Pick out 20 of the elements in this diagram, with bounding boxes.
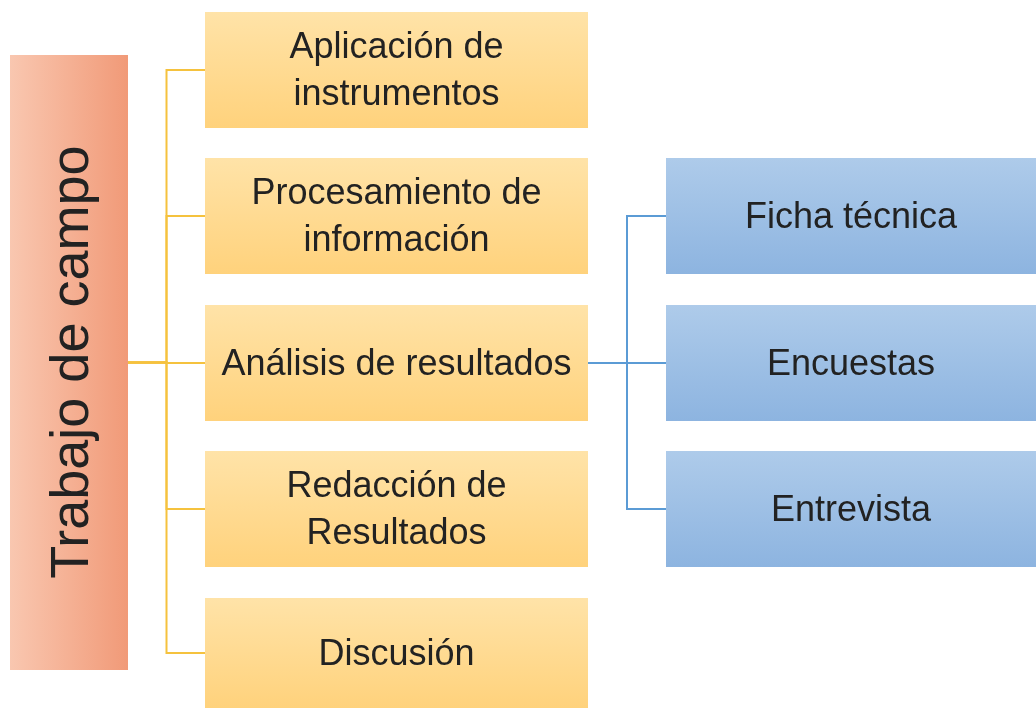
vertical-title-box: [10, 55, 128, 670]
box-label: Entrevista: [770, 486, 932, 531]
technique-box: [666, 451, 1036, 567]
box-label: Aplicación de instrumentos: [288, 24, 505, 115]
step-box: [205, 305, 588, 421]
connector-line: [127, 361, 206, 654]
box-label: Redacción de Resultados: [285, 463, 508, 554]
connector-line: [587, 362, 667, 510]
box-label: Encuestas: [766, 340, 936, 385]
box-label: Ficha técnica: [744, 193, 958, 238]
box-label: Discusión: [318, 630, 475, 675]
step-box: [205, 12, 588, 128]
technique-box: [666, 305, 1036, 421]
box-label: Procesamiento de información: [250, 170, 543, 261]
step-box: [205, 598, 588, 708]
box-label: Análisis de resultados: [221, 340, 572, 385]
step-box: [205, 451, 588, 567]
vertical-title: Trabajo de campo: [37, 145, 100, 580]
step-box: [205, 158, 588, 274]
technique-box: [666, 158, 1036, 274]
